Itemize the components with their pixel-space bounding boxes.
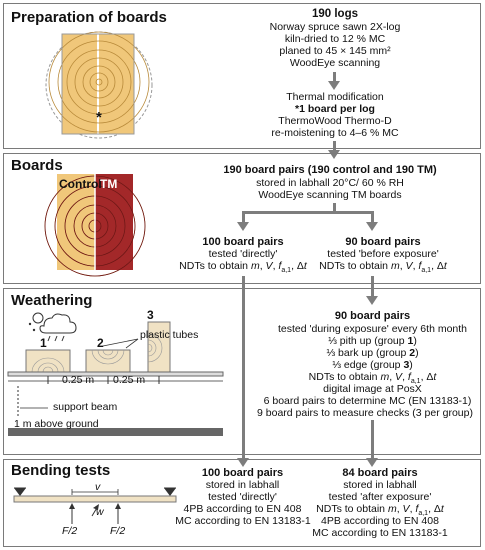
bending-left-line-1: stored in labhall <box>205 479 280 491</box>
boards-right-line-1: tested 'before exposure' <box>327 248 439 260</box>
boards-line-1: stored in labhall 20°C/ 60 % RH <box>256 177 404 189</box>
log-line-3: planed to 45 × 145 mm² <box>279 45 391 57</box>
bending-left-title: 100 board pairs <box>201 467 284 479</box>
log-line-1: Norway spruce sawn 2X-log <box>269 21 401 33</box>
support-beam-label: support beam <box>53 401 118 413</box>
bending-right-line-1: stored in labhall <box>343 479 417 491</box>
log-illustration <box>45 31 153 139</box>
above-ground-label: 1 m above ground <box>14 418 99 430</box>
log-asterisk: * <box>96 109 102 126</box>
long-left-head <box>237 458 249 467</box>
weathering-line-4: ⅓ edge (group 3) <box>332 359 413 371</box>
panel-title-bending: Bending tests <box>11 462 111 479</box>
bending-f-left: F/2 <box>62 525 78 537</box>
distance-1: 0.25 m <box>62 374 95 386</box>
split-right-shaft <box>371 211 374 223</box>
bending-setup-illustration <box>13 487 177 524</box>
weathering-line-2: ⅓ pith up (group 1) <box>328 335 417 347</box>
weathering-line-5: NDTs to obtain m, V, fa,1, Δt <box>308 371 437 386</box>
weathering-line-6: digital image at PosX <box>323 383 422 395</box>
tm-label: TM <box>100 177 118 191</box>
right-to-weathering-shaft <box>371 276 374 298</box>
split-left-head <box>237 222 249 231</box>
weathering-pairs-title: 90 board pairs <box>334 310 411 322</box>
right-to-bending-head <box>366 458 378 467</box>
boards-line-2: WoodEye scanning TM boards <box>258 189 402 201</box>
panel-title-weathering: Weathering <box>11 292 93 309</box>
bending-w-label: w <box>96 506 104 518</box>
long-left-shaft <box>242 276 245 460</box>
weathering-line-7: 6 board pairs to determine MC (EN 13183-… <box>263 395 472 407</box>
bending-panel: Bending tests <box>3 459 481 547</box>
arrow-prep-head <box>328 81 340 90</box>
weathering-line-8: 9 board pairs to measure checks (3 per g… <box>257 407 473 419</box>
thermal-line-1: Thermal modification <box>286 91 384 103</box>
right-to-weathering-head <box>366 296 378 305</box>
weathering-label-3: 3 <box>147 308 154 322</box>
right-to-bending-shaft <box>371 420 374 460</box>
log-line-4: WoodEye scanning <box>289 57 381 69</box>
bending-v-label: v <box>95 481 101 493</box>
split-stem <box>333 203 336 213</box>
thermal-line-3: ThermoWood Thermo-D <box>278 115 392 127</box>
split-left-shaft <box>242 211 245 223</box>
control-label: Control <box>59 177 102 191</box>
weathering-rig-illustration <box>7 312 224 436</box>
panel-title-preparation: Preparation of boards <box>11 9 167 26</box>
boards-left-title: 100 board pairs <box>202 236 284 248</box>
weather-icon <box>28 312 77 342</box>
arrow-prep-to-boards-head <box>328 150 340 159</box>
bending-right-line-2: tested 'after exposure' <box>328 491 432 503</box>
bending-right-title: 84 board pairs <box>342 467 418 479</box>
weathering-label-2: 2 <box>97 336 104 350</box>
bending-f-right: F/2 <box>110 525 126 537</box>
weathering-label-1: 1 <box>40 336 47 350</box>
preparation-panel: Preparation of boards <box>3 3 481 149</box>
distance-2: 0.25 m <box>113 374 146 386</box>
boards-right-title: 90 board pairs <box>345 236 421 248</box>
arrow-prep-shaft <box>333 72 336 82</box>
board-pair-illustration <box>44 174 146 277</box>
bending-left-line-3: 4PB according to EN 408 <box>183 503 302 515</box>
weathering-line-3: ⅓ bark up (group 2) <box>326 347 419 359</box>
panel-title-boards: Boards <box>11 157 63 174</box>
logs-title: 190 logs <box>311 8 359 20</box>
boards-pairs-title: 190 board pairs (190 control and 190 TM) <box>223 164 437 176</box>
bending-left-line-2: tested 'directly' <box>208 491 277 503</box>
boards-left-line-2: NDTs to obtain m, V, fa,1, Δt <box>179 260 307 275</box>
bending-right-line-5: MC according to EN 13183-1 <box>312 527 448 539</box>
bending-right-line-4: 4PB according to EN 408 <box>321 515 439 527</box>
bending-left-line-4: MC according to EN 13183-1 <box>175 515 311 527</box>
bending-right-line-3: NDTs to obtain m, V, fa,1, Δt <box>316 503 444 518</box>
thermal-line-4: re-moistening to 4–6 % MC <box>271 127 399 139</box>
thermal-line-2: *1 board per log <box>295 103 375 115</box>
split-right-head <box>366 222 378 231</box>
plastic-tubes-label: plastic tubes <box>140 329 199 341</box>
boards-right-line-2: NDTs to obtain m, V, fa,1, Δt <box>319 260 447 275</box>
arrow-prep-to-boards-shaft <box>333 141 336 153</box>
log-line-2: kiln-dried to 12 % MC <box>284 33 386 45</box>
boards-left-line-1: tested 'directly' <box>208 248 278 260</box>
weathering-line-1: tested 'during exposure' every 6th month <box>277 323 468 335</box>
split-horizontal <box>242 211 374 214</box>
